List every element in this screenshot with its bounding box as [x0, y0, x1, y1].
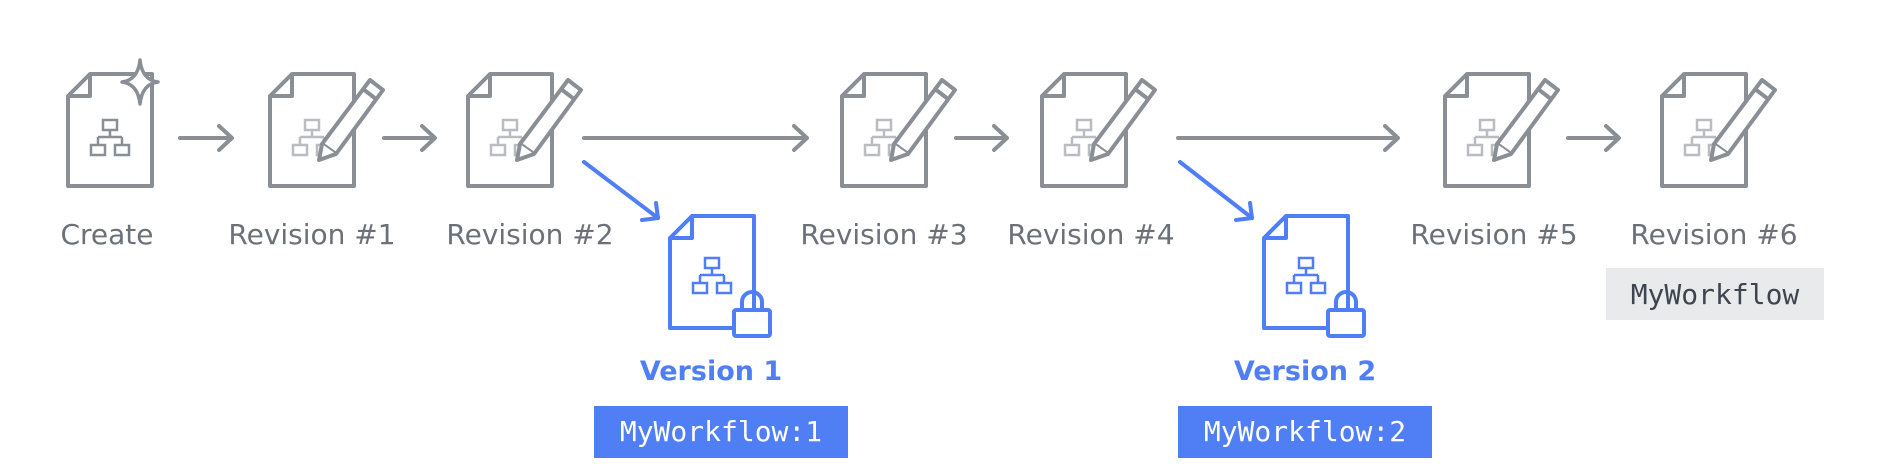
arrow-rev4-to-version-2 [1178, 160, 1254, 222]
pencil-icon [1709, 78, 1777, 162]
node-label-revision-3: Revision #3 [800, 218, 967, 251]
arrow-rev5-to-rev6 [1566, 124, 1621, 152]
arrow-rev2-to-rev3 [582, 124, 809, 152]
alias-text-version-2: MyWorkflow:2 [1204, 415, 1406, 448]
alias-badge-latest: MyWorkflow [1606, 268, 1824, 320]
revision-1-node [268, 72, 385, 188]
pencil-icon [1492, 78, 1560, 162]
arrow-rev2-to-version-1 [582, 160, 660, 222]
lock-icon [1326, 290, 1366, 338]
revision-4-node [1040, 72, 1157, 188]
create-node [66, 58, 160, 188]
revision-3-node [840, 72, 957, 188]
alias-badge-version-1: MyWorkflow:1 [594, 406, 848, 458]
revision-2-node [466, 72, 583, 188]
node-label-revision-1: Revision #1 [228, 218, 395, 251]
version-1-node [668, 214, 772, 338]
alias-text-latest: MyWorkflow [1631, 278, 1800, 311]
node-label-revision-5: Revision #5 [1410, 218, 1577, 251]
node-label-create: Create [60, 218, 153, 251]
revision-5-node [1443, 72, 1560, 188]
node-label-revision-6: Revision #6 [1630, 218, 1797, 251]
arrow-rev3-to-rev4 [954, 124, 1009, 152]
arrow-rev4-to-rev5 [1176, 124, 1400, 152]
lock-icon [732, 290, 772, 338]
alias-text-version-1: MyWorkflow:1 [620, 415, 822, 448]
version-1-label: Version 1 [640, 356, 782, 387]
revision-6-node [1660, 72, 1777, 188]
pencil-icon [1089, 78, 1157, 162]
version-2-node [1262, 214, 1366, 338]
arrow-rev1-to-rev2 [382, 124, 437, 152]
arrow-create-to-rev1 [178, 124, 234, 152]
sparkle-icon [120, 58, 160, 106]
node-label-revision-2: Revision #2 [446, 218, 613, 251]
alias-badge-version-2: MyWorkflow:2 [1178, 406, 1432, 458]
pencil-icon [889, 78, 957, 162]
node-label-revision-4: Revision #4 [1007, 218, 1174, 251]
version-2-label: Version 2 [1234, 356, 1376, 387]
pencil-icon [317, 78, 385, 162]
pencil-icon [515, 78, 583, 162]
